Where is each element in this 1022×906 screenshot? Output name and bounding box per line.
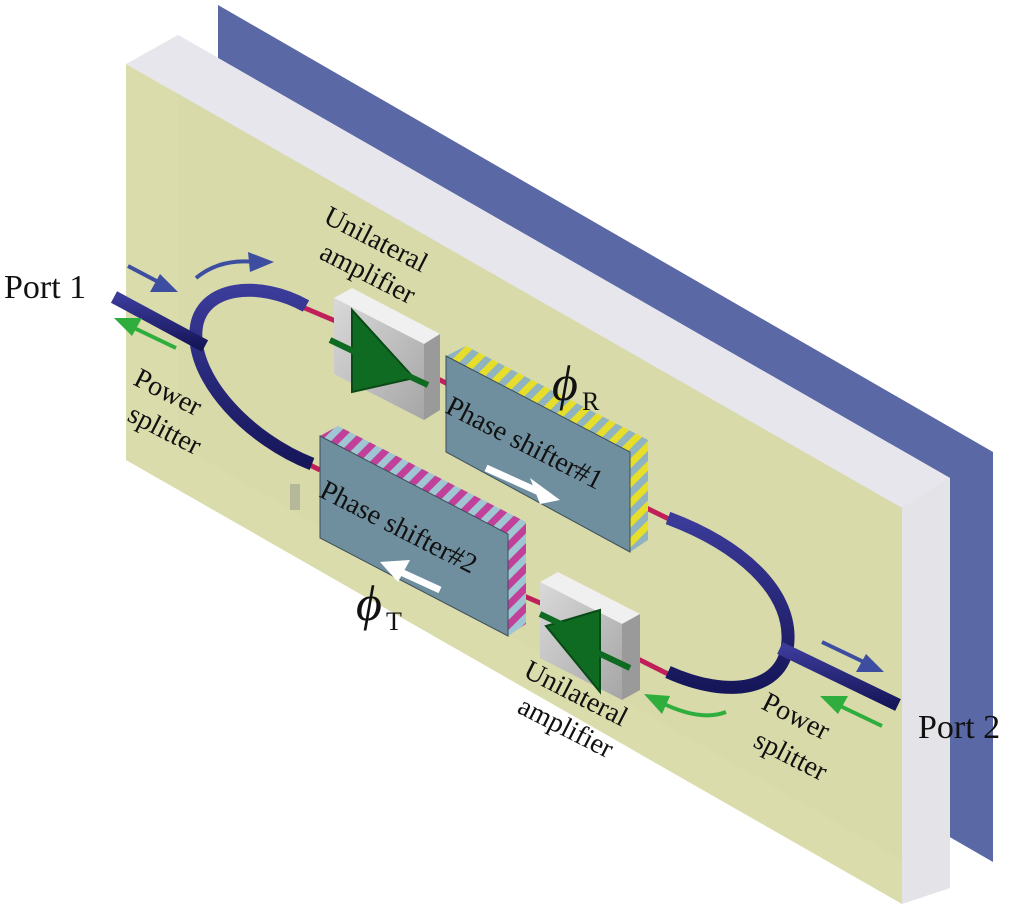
arrow-icon	[644, 694, 727, 718]
port2-waveguide	[777, 642, 901, 711]
port1-label: Port 1	[4, 269, 86, 306]
left-waveguide-loop	[189, 283, 315, 471]
chip-marker	[290, 484, 300, 510]
glass-layer-side	[126, 35, 950, 508]
arrow-icon	[820, 696, 883, 728]
arrow-icon	[821, 640, 884, 672]
amplifier-bottom	[538, 572, 640, 700]
arrow-icon	[114, 318, 177, 350]
chip-edge	[902, 478, 950, 904]
arrow-icon	[127, 264, 178, 292]
port1-waveguide	[110, 291, 209, 352]
port2-label: Port 2	[918, 709, 1000, 746]
arrow-icon	[194, 252, 274, 280]
phi-r-subscript: R	[582, 387, 600, 416]
phi-r-symbol: ϕ	[552, 355, 578, 411]
amplifier-top	[328, 288, 440, 420]
phase-shifter-2	[319, 426, 526, 637]
phase-shifter-1	[445, 346, 648, 553]
phi-t-subscript: T	[386, 607, 402, 636]
right-waveguide-loop	[665, 511, 795, 694]
phi-t-symbol: ϕ	[356, 575, 382, 631]
